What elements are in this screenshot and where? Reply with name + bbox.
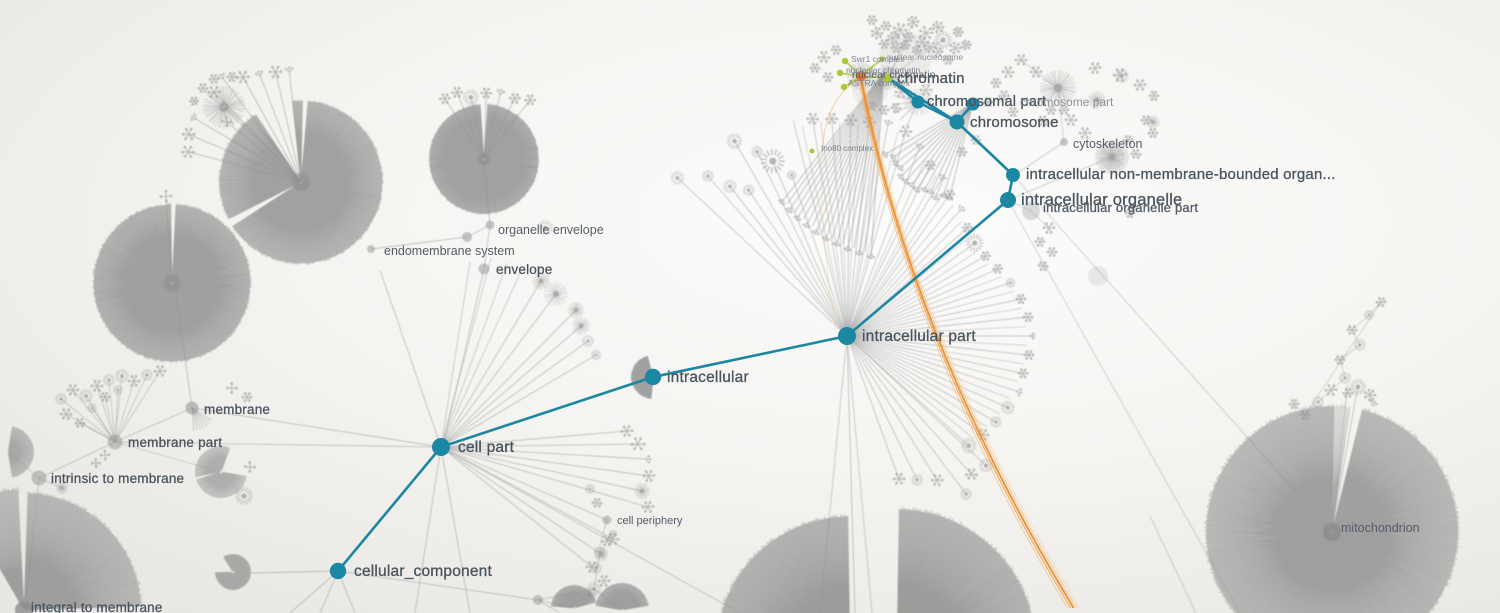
svg-text:cellular_component: cellular_component	[354, 563, 493, 580]
svg-text:membrane part: membrane part	[128, 435, 222, 450]
svg-text:nuclear chromatin: nuclear chromatin	[852, 69, 936, 81]
svg-text:chromosomal part: chromosomal part	[927, 94, 1046, 110]
svg-text:endomembrane system: endomembrane system	[384, 244, 515, 258]
svg-text:ASTRA complex: ASTRA complex	[848, 78, 911, 88]
svg-text:intracellular part: intracellular part	[862, 328, 976, 345]
svg-text:membrane: membrane	[204, 402, 270, 417]
svg-text:cell periphery: cell periphery	[617, 515, 683, 527]
svg-text:cell part: cell part	[458, 439, 515, 456]
svg-text:intracellular organelle part: intracellular organelle part	[1043, 200, 1198, 215]
svg-text:chromosome: chromosome	[970, 114, 1059, 131]
svg-text:intrinsic to membrane: intrinsic to membrane	[51, 471, 184, 486]
svg-text:mitochondrion: mitochondrion	[1341, 521, 1420, 535]
svg-text:intracellular non-membrane-bou: intracellular non-membrane-bounded organ…	[1026, 166, 1336, 183]
svg-text:nuclear nucleosome: nuclear nucleosome	[887, 52, 963, 62]
svg-text:nucleolar chromatin: nucleolar chromatin	[846, 65, 920, 75]
svg-text:Ino80 complex: Ino80 complex	[821, 144, 873, 153]
svg-text:chromatin: chromatin	[897, 70, 965, 87]
svg-text:cytoskeleton: cytoskeleton	[1073, 137, 1143, 151]
svg-text:intracellular: intracellular	[667, 369, 749, 386]
svg-text:intracellular organelle: intracellular organelle	[1021, 191, 1182, 209]
svg-text:chromosome part: chromosome part	[1020, 95, 1114, 109]
svg-text:integral to membrane: integral to membrane	[31, 600, 163, 613]
svg-text:organelle envelope: organelle envelope	[498, 223, 604, 237]
svg-text:envelope: envelope	[496, 262, 552, 277]
svg-text:Swr1 complex: Swr1 complex	[851, 54, 905, 64]
